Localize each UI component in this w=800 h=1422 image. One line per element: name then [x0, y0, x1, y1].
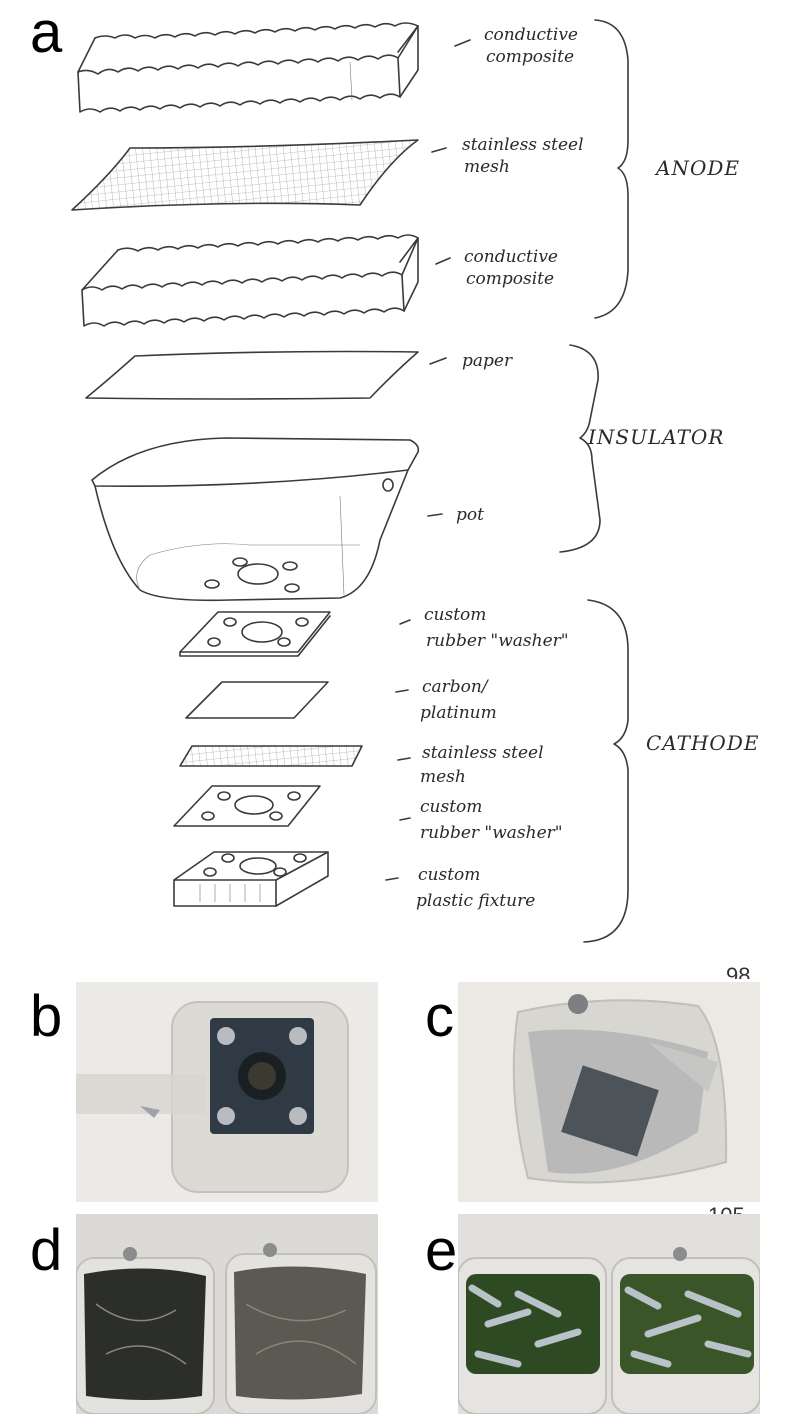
cathode-brace	[583, 599, 629, 943]
cathode-carbon-platinum-shape	[185, 681, 329, 719]
leader-line	[435, 257, 451, 265]
leader-line	[429, 357, 447, 365]
layer-10-label-line1: custom	[418, 865, 480, 885]
anode-composite-bottom-shape	[81, 234, 419, 327]
leader-line	[427, 513, 443, 517]
layer-2-label-line2: mesh	[464, 157, 510, 177]
anode-composite-top-shape	[77, 22, 419, 113]
stray-page-number-bottom: 105	[708, 1203, 745, 1217]
anode-group-label: ANODE	[654, 156, 740, 180]
layer-8-label-line1: stainless steel	[422, 743, 544, 763]
layer-1-label-line1: conductive	[484, 25, 578, 45]
leader-line	[454, 39, 471, 47]
stray-page-number-top: 98	[726, 963, 751, 979]
panel-label-e: e	[425, 1218, 458, 1283]
insulator-brace	[559, 344, 601, 553]
layer-6-label-line2: rubber "washer"	[426, 631, 569, 651]
layer-9-label-line1: custom	[420, 797, 482, 817]
insulator-paper-shape	[85, 350, 419, 400]
anode-mesh-shape	[71, 139, 419, 211]
layer-1-label-line2: composite	[486, 47, 574, 67]
panel-label-a: a	[30, 0, 63, 65]
layer-9-label-line2: rubber "washer"	[420, 823, 563, 843]
cathode-washer-bottom-shape	[173, 785, 321, 827]
layer-7-label-line1: carbon/	[422, 677, 490, 697]
leader-line	[395, 689, 409, 693]
cathode-mesh-shape	[179, 745, 363, 767]
panel-label-c: c	[425, 984, 454, 1049]
leader-line	[385, 877, 399, 881]
layer-3-label-line1: conductive	[464, 247, 558, 267]
leader-line	[399, 619, 411, 625]
photo-d-pots-dark-substrate	[76, 1214, 378, 1414]
layer-8-label-line2: mesh	[420, 767, 466, 787]
layer-7-label-line2: platinum	[420, 703, 497, 723]
insulator-pot-shape	[91, 437, 420, 602]
photo-e-pots-moss	[458, 1214, 760, 1414]
leader-line	[397, 757, 411, 761]
photo-b-fixture-top-view	[76, 982, 378, 1202]
anode-brace	[594, 19, 629, 319]
layer-5-label-line1: pot	[456, 505, 484, 525]
leader-line	[399, 817, 411, 821]
panel-label-d: d	[30, 1218, 63, 1283]
layer-3-label-line2: composite	[466, 269, 554, 289]
cathode-group-label: CATHODE	[646, 731, 759, 755]
layer-10-label-line2: plastic fixture	[416, 891, 535, 911]
layer-2-label-line1: stainless steel	[462, 135, 584, 155]
layer-4-label-line1: paper	[462, 351, 513, 371]
insulator-group-label: INSULATOR	[587, 425, 724, 449]
exploded-assembly-sketch: conductive composite stainless steel mes…	[71, 19, 759, 943]
panel-label-b: b	[30, 984, 63, 1049]
leader-line	[431, 147, 447, 153]
cathode-plastic-fixture-shape	[173, 851, 329, 907]
layer-6-label-line1: custom	[424, 605, 486, 625]
photo-c-fixture-bottom-view	[458, 982, 760, 1202]
cathode-washer-top-shape	[179, 611, 331, 657]
